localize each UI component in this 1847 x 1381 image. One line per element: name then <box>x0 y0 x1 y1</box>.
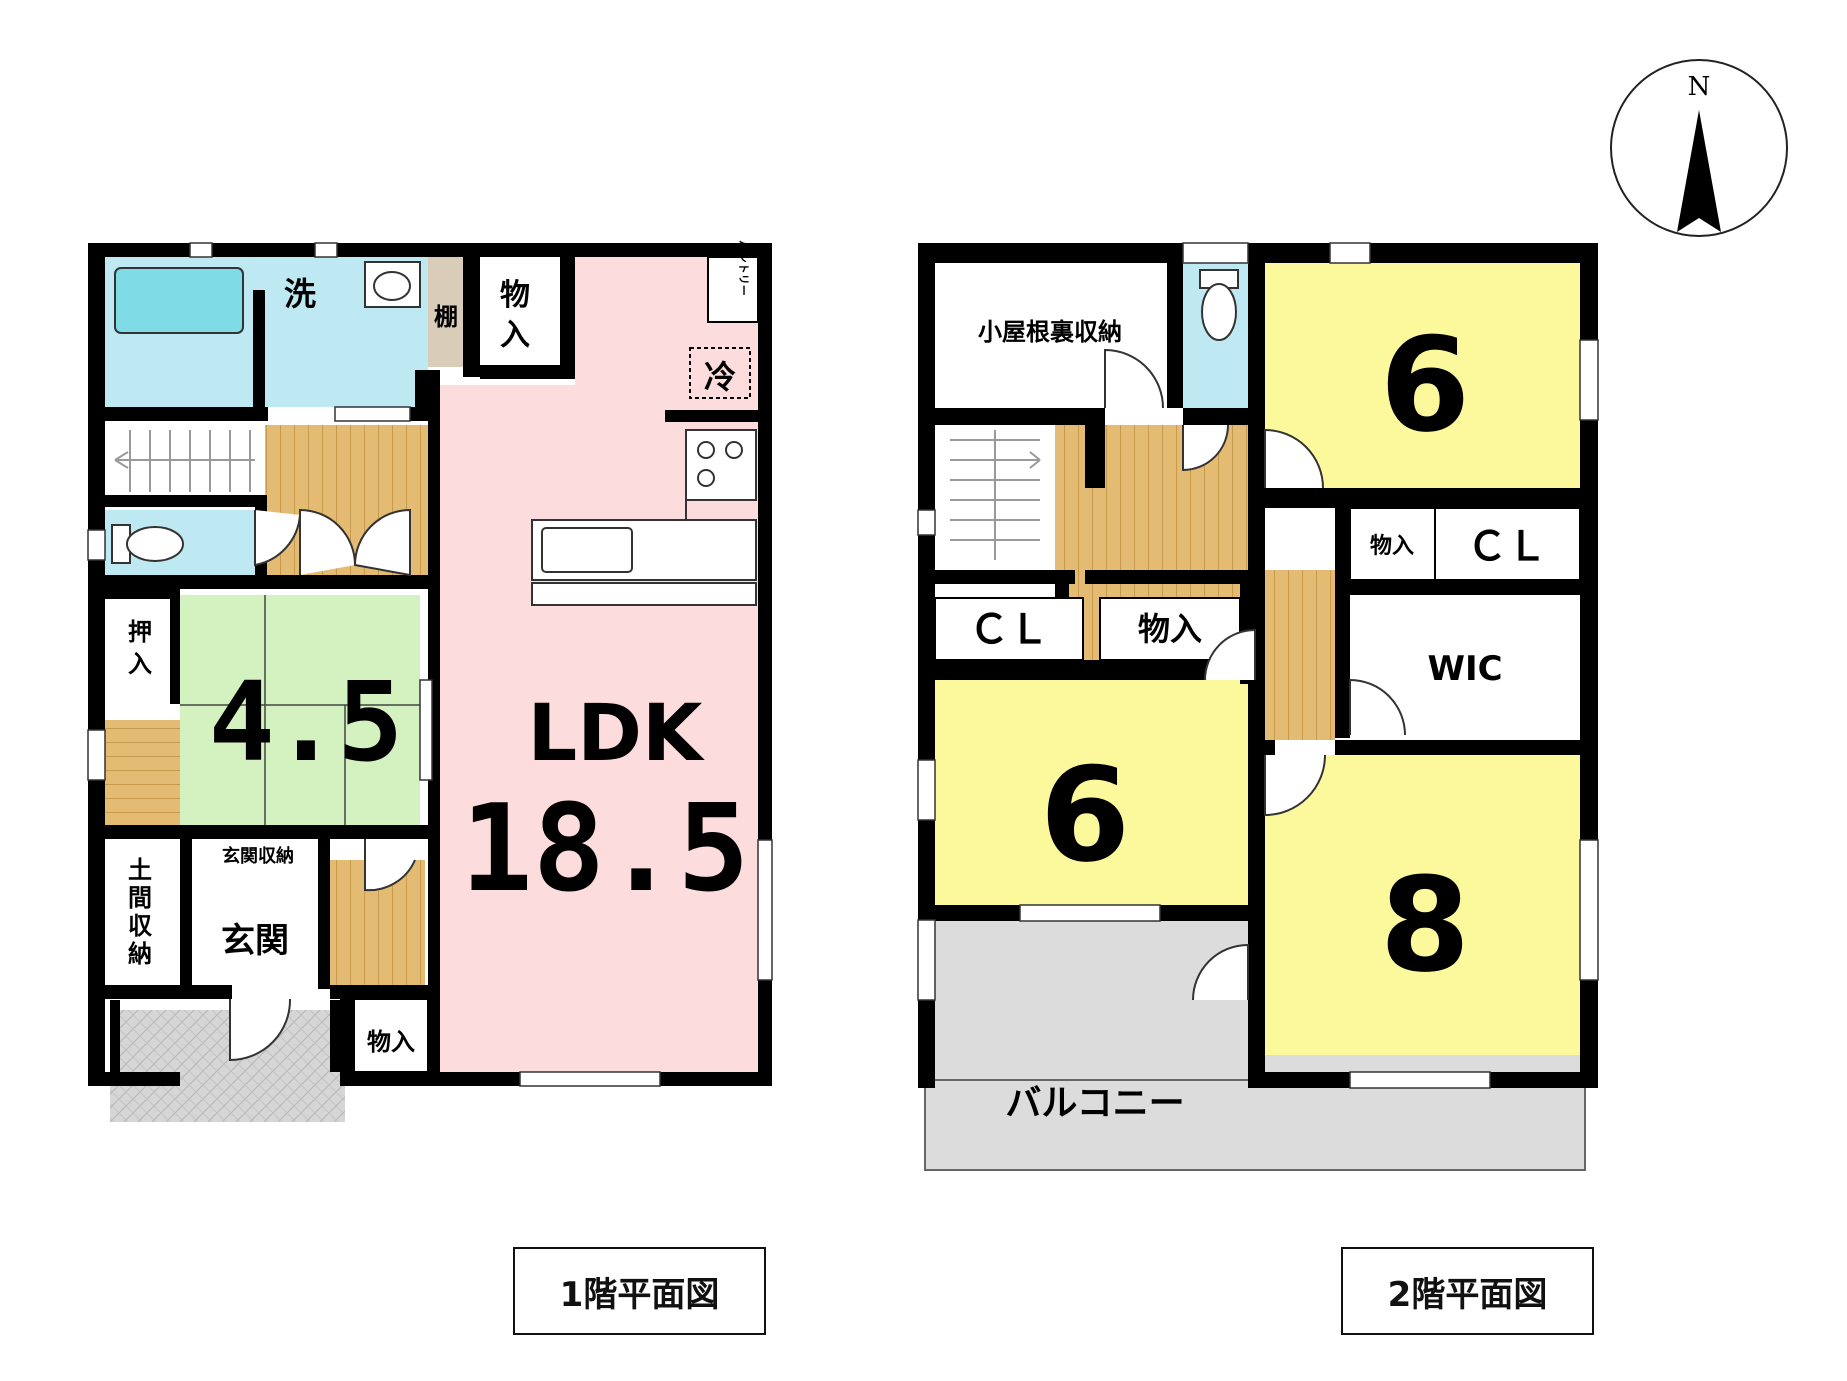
genkan-label: 玄関 <box>221 921 289 961</box>
storage-top-label-2: 入 <box>500 318 530 353</box>
north-label: N <box>1688 72 1711 102</box>
oshiire-label-2: 入 <box>128 650 152 678</box>
wash-basin-icon <box>364 261 421 308</box>
floor1-doors <box>229 508 416 1062</box>
storage-bottom-label: 物入 <box>367 1028 415 1056</box>
floor1-plan: 洗 棚 物 入 パントリー 冷 押 入 4.5 LDK 18.5 玄関収納 土 … <box>87 240 773 1122</box>
storage-top-box <box>480 257 560 365</box>
ldk-size: 18.5 <box>461 780 750 919</box>
pantry-box <box>707 256 759 323</box>
floor1-caption: 1階平面図 <box>513 1247 766 1335</box>
closet-left-label: ＣＬ <box>969 607 1049 653</box>
wic-label: WIC <box>1427 649 1502 689</box>
attic-storage-label: 小屋根裏収納 <box>978 318 1122 346</box>
balcony-label: バルコニー <box>1005 1083 1184 1124</box>
doma-storage-label-2: 間 <box>128 884 152 912</box>
floor1-walls <box>88 243 772 1086</box>
bedroom-ne-size: 6 <box>1380 309 1470 461</box>
shelf-area <box>428 257 463 367</box>
bedroom-w-size: 6 <box>1040 739 1130 891</box>
closet-right-box <box>1434 507 1581 581</box>
genkan-storage-box <box>192 839 318 869</box>
floor1-windows <box>87 242 773 1087</box>
toilet-2f-icon <box>1199 269 1239 341</box>
compass: N <box>1610 59 1788 237</box>
ldk-label: LDK <box>528 689 705 779</box>
bedroom-w <box>935 680 1255 905</box>
doma-storage-box <box>105 839 180 985</box>
floor2-windows <box>917 242 1599 1089</box>
kitchen-counter <box>531 429 757 606</box>
storage-top-label-1: 物 <box>500 278 530 313</box>
bedroom-se-size: 8 <box>1380 849 1470 1001</box>
oshiire-label-1: 押 <box>128 618 152 646</box>
tatami-lines <box>180 595 420 825</box>
bedroom-se <box>1265 755 1580 1055</box>
genkan-storage-label: 玄関収納 <box>222 845 294 867</box>
floor2-caption: 2階平面図 <box>1341 1247 1594 1335</box>
storage-small-label: 物入 <box>1370 533 1414 559</box>
hall-2f-lower <box>1265 570 1335 740</box>
bathtub-icon <box>114 267 244 334</box>
balcony-rail <box>924 1079 1586 1171</box>
storage-small-box <box>1349 507 1436 581</box>
doma-storage-label-4: 納 <box>128 940 152 968</box>
stairs-icon <box>114 430 255 492</box>
tatami-step <box>105 720 180 825</box>
closet-left-box <box>934 597 1084 661</box>
oshiire-box <box>105 599 170 699</box>
doma-storage-label-1: 土 <box>128 856 152 884</box>
shelf-label: 棚 <box>434 303 458 331</box>
stairs-2f-icon <box>950 430 1041 560</box>
japanese-room-size: 4.5 <box>209 658 402 786</box>
genkan-box <box>192 880 318 985</box>
fridge-label: 冷 <box>704 358 736 396</box>
entrance-tile <box>110 1010 345 1122</box>
pantry-label: パントリー <box>737 240 750 296</box>
japanese-room <box>180 595 420 825</box>
doma-storage-label-3: 収 <box>128 912 153 940</box>
storage-mid-label: 物入 <box>1138 610 1202 648</box>
storage-bottom-box <box>353 998 429 1073</box>
wash-room-label: 洗 <box>284 275 316 313</box>
closet-right-label: ＣＬ <box>1467 524 1547 570</box>
north-arrow-icon <box>1677 110 1721 232</box>
toilet-icon <box>111 524 184 564</box>
fridge-box <box>689 347 751 399</box>
bedroom-ne <box>1265 263 1580 488</box>
floor2-plan: 小屋根裏収納 6 物入 ＣＬ ＣＬ 物入 WIC 6 8 バルコニー <box>917 242 1599 1171</box>
floor2-doors <box>1104 348 1406 1001</box>
